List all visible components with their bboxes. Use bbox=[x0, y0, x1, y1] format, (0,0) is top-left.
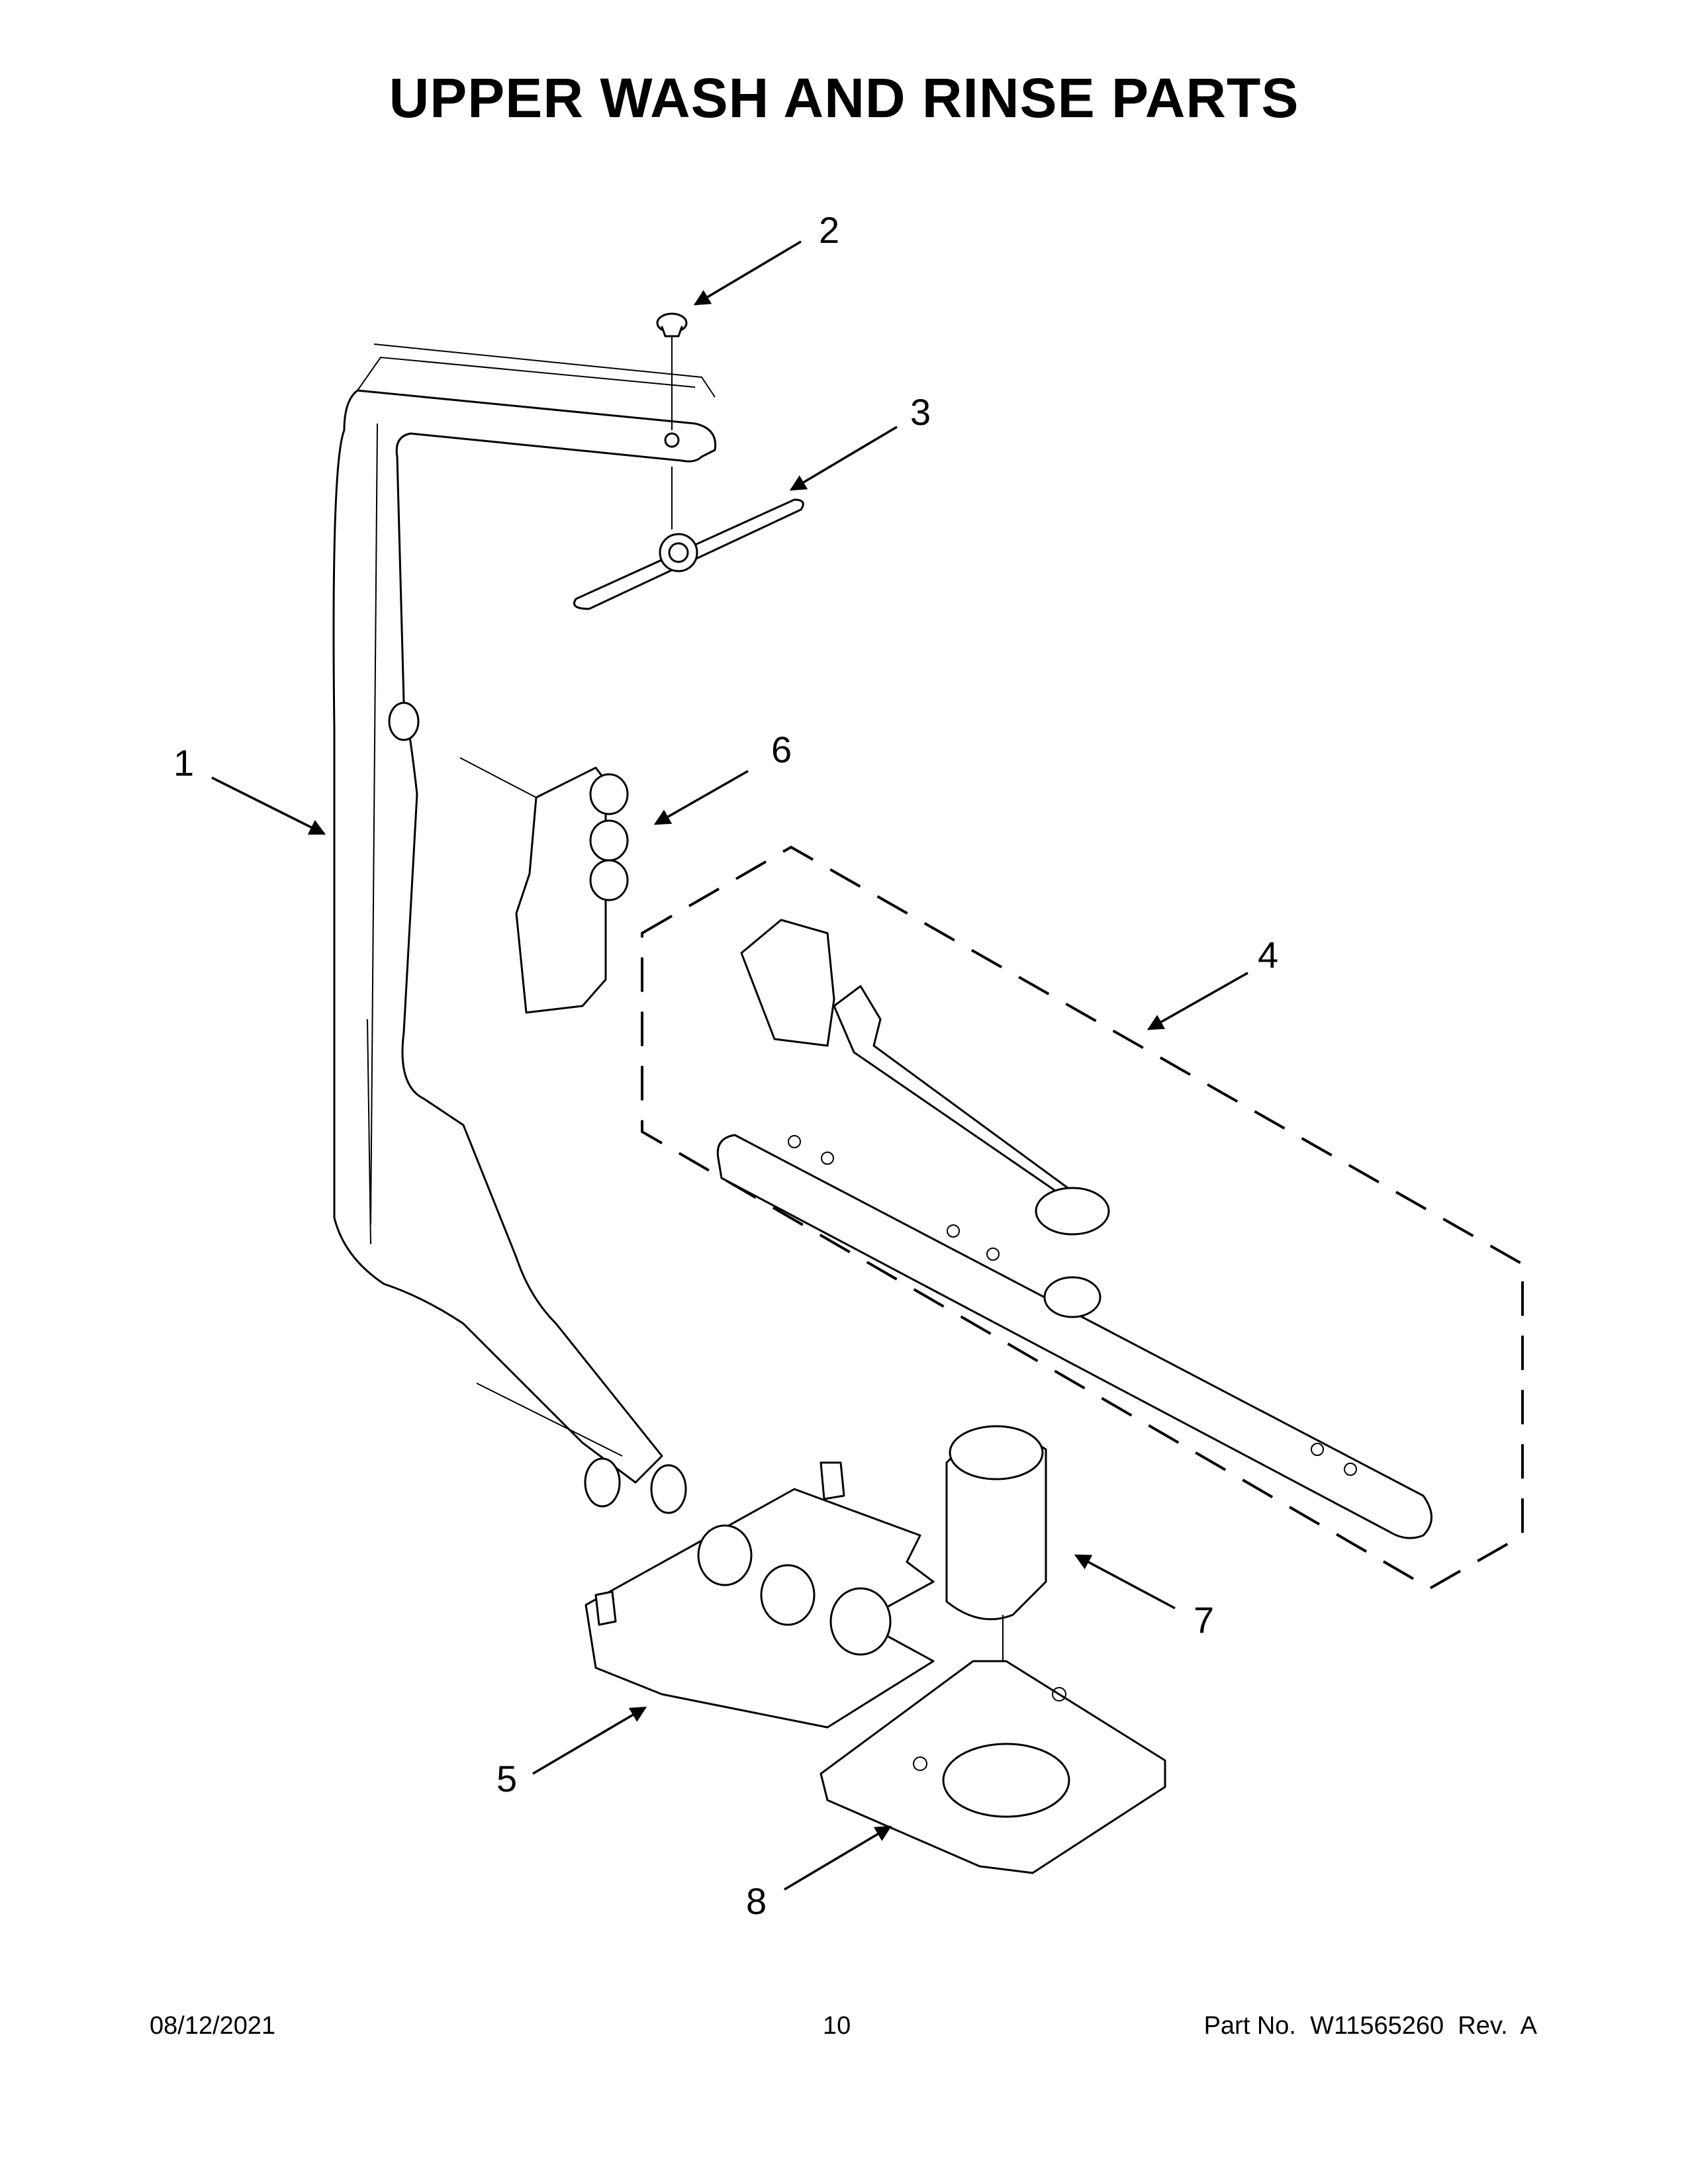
footer-page-number: 10 bbox=[823, 2012, 851, 2040]
diverter-part bbox=[459, 757, 629, 1014]
filter-plate-part bbox=[820, 1660, 1166, 1874]
leader-3 bbox=[789, 426, 898, 491]
leader-8 bbox=[784, 1825, 892, 1891]
leader-2 bbox=[693, 240, 802, 306]
footer-part-number: Part No. W11565260 Rev. A bbox=[1203, 2012, 1537, 2040]
leader-4 bbox=[1147, 972, 1248, 1030]
cap-part bbox=[656, 312, 688, 430]
leader-1 bbox=[211, 776, 326, 835]
callout-7: 7 bbox=[1194, 1599, 1215, 1641]
callout-1: 1 bbox=[173, 742, 195, 784]
leader-5 bbox=[532, 1706, 647, 1775]
supply-tube-part bbox=[332, 343, 717, 1514]
spray-arm-part bbox=[573, 467, 804, 610]
page-title: UPPER WASH AND RINSE PARTS bbox=[389, 67, 1299, 129]
callout-6: 6 bbox=[771, 729, 792, 770]
filter-part bbox=[945, 1425, 1047, 1787]
footer-date: 08/12/2021 bbox=[150, 2012, 276, 2040]
callout-3: 3 bbox=[910, 391, 931, 433]
callout-4: 4 bbox=[1258, 934, 1279, 976]
pump-housing-part bbox=[585, 1461, 935, 1729]
callout-2: 2 bbox=[819, 209, 840, 251]
leader-7 bbox=[1074, 1554, 1176, 1610]
callout-5: 5 bbox=[496, 1758, 518, 1799]
leader-6 bbox=[653, 770, 749, 825]
callout-8: 8 bbox=[746, 1880, 767, 1922]
lower-spray-arm-group bbox=[641, 845, 1524, 1590]
